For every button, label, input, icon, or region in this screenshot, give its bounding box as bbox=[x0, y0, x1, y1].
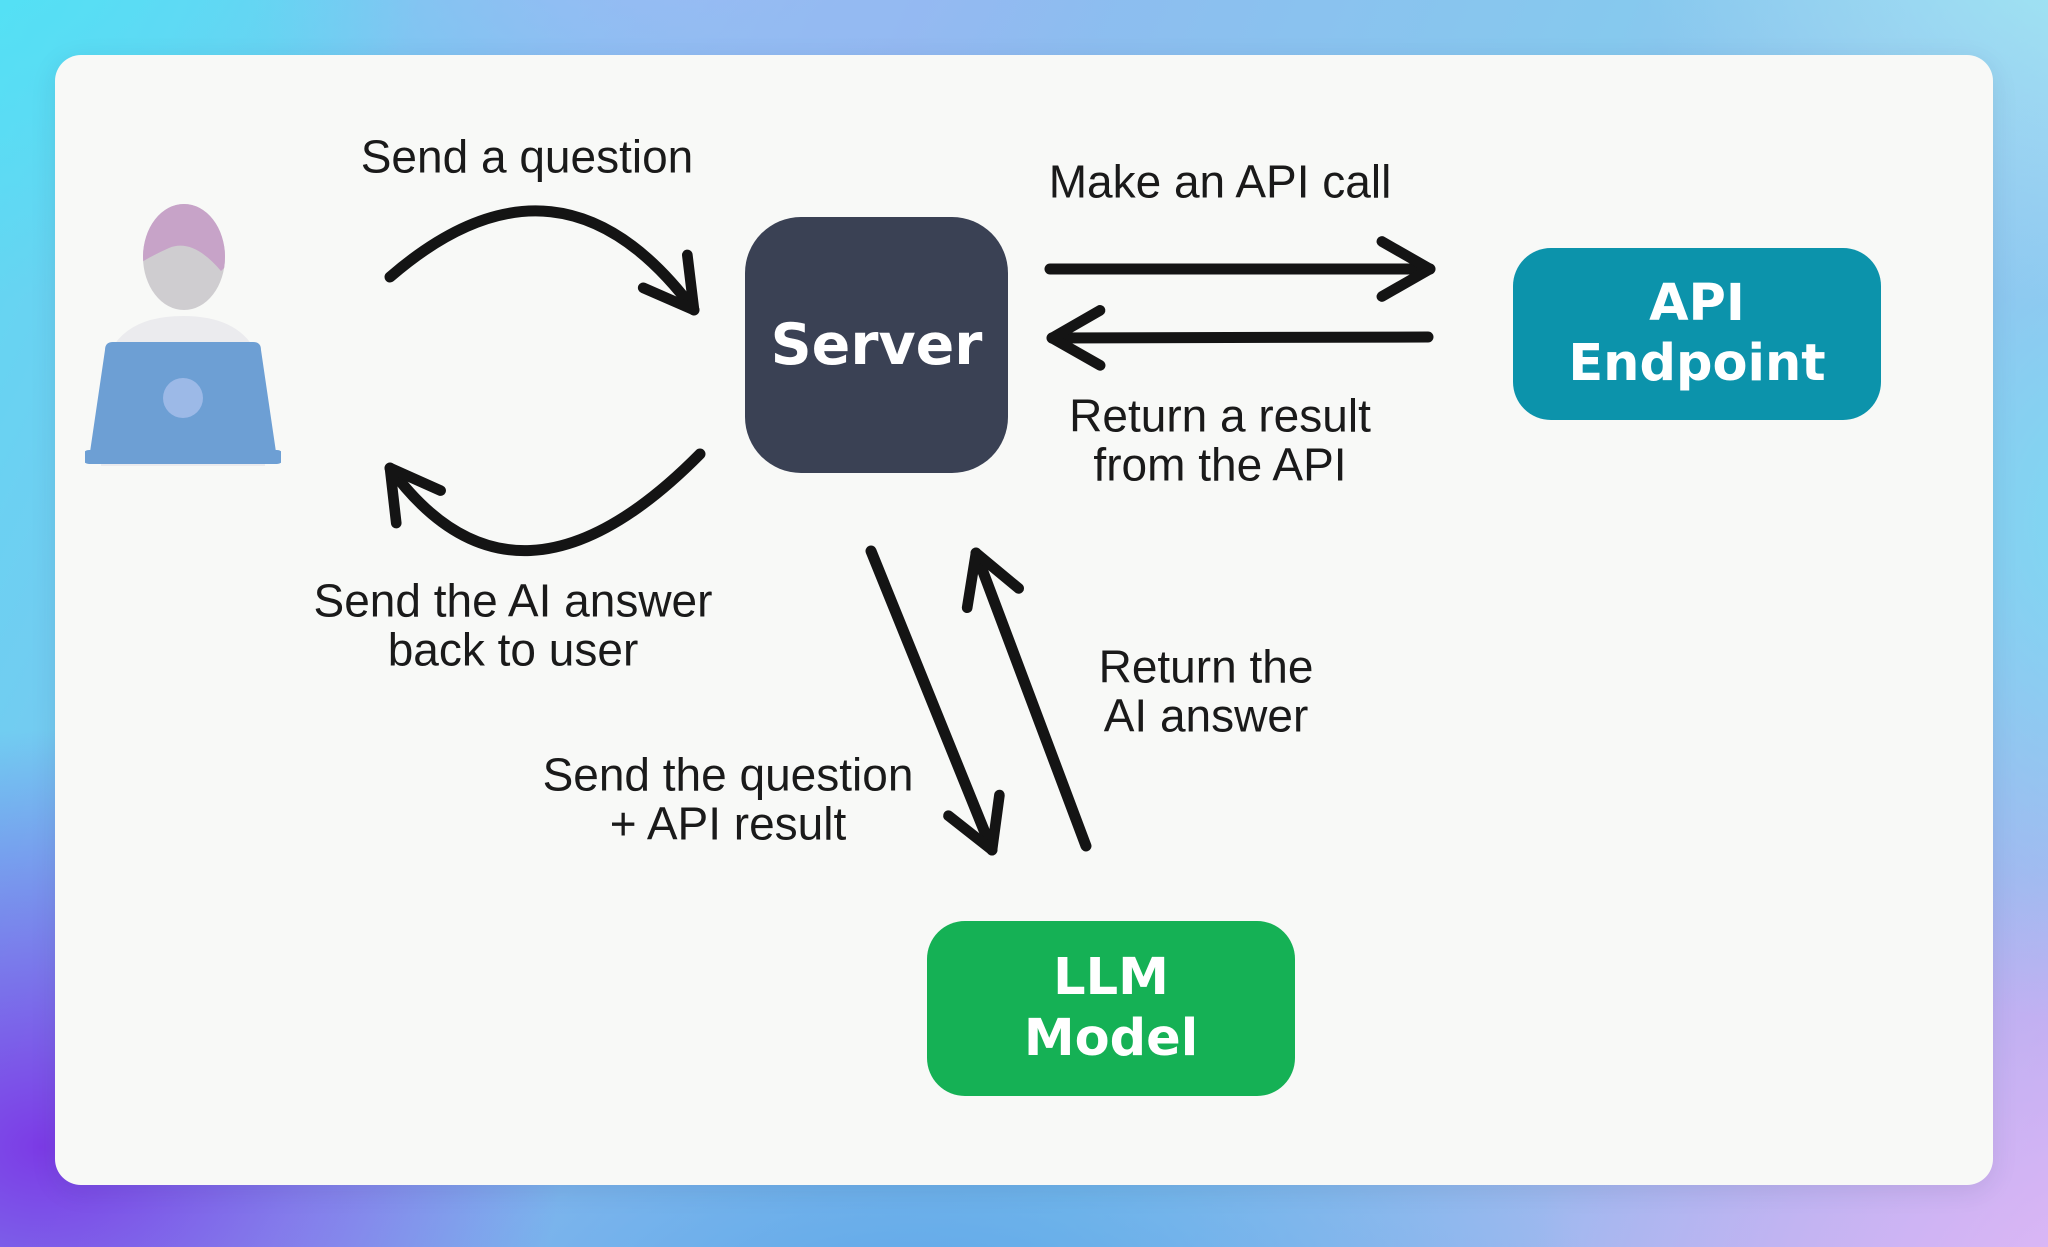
node-server: Server bbox=[745, 217, 1008, 473]
user-at-laptop-icon bbox=[85, 204, 281, 466]
node-api-endpoint: API Endpoint bbox=[1513, 248, 1881, 420]
laptop-base bbox=[85, 450, 281, 464]
label-return-the-ai-answer: Return the AI answer bbox=[1098, 640, 1314, 741]
laptop-logo bbox=[163, 378, 203, 418]
node-server-label: Server bbox=[770, 312, 983, 378]
label-send-question-plus-api-result: Send the question + API result bbox=[542, 748, 914, 849]
node-llm-model: LLM Model bbox=[927, 921, 1295, 1096]
label-return-a-result-from-api: Return a result from the API bbox=[1069, 389, 1371, 490]
node-llm-model-label: LLM Model bbox=[1023, 948, 1199, 1068]
label-make-an-api-call: Make an API call bbox=[1048, 155, 1392, 208]
label-send-a-question: Send a question bbox=[360, 130, 694, 183]
label-send-ai-answer-back: Send the AI answer back to user bbox=[313, 574, 713, 675]
node-api-endpoint-label: API Endpoint bbox=[1568, 273, 1826, 393]
